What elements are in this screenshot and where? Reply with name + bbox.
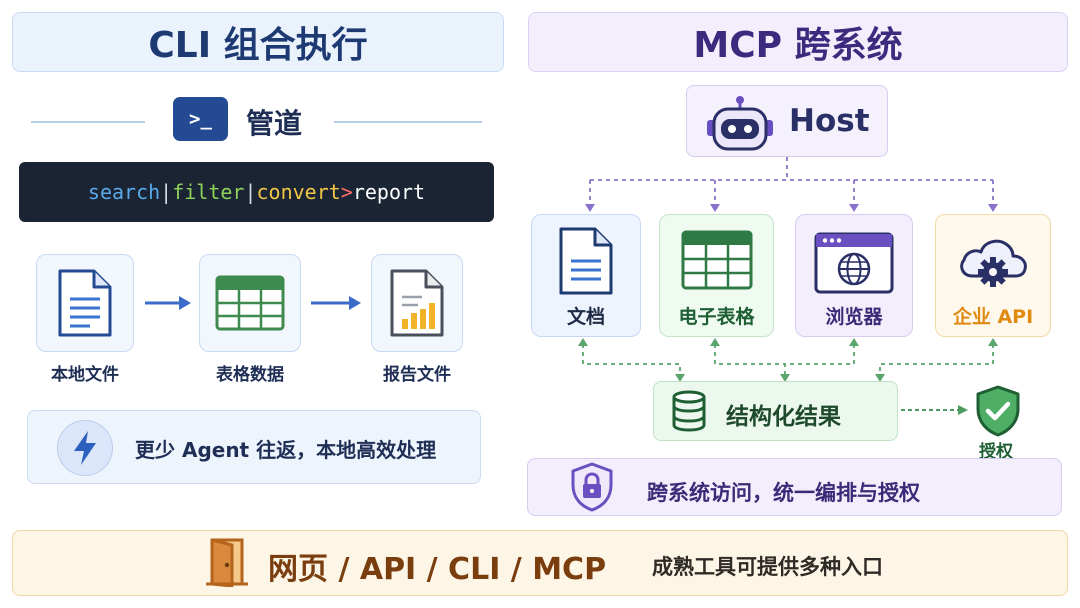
- spreadsheet-icon: [215, 275, 285, 331]
- robot-icon: [707, 96, 773, 151]
- document-icon: [58, 269, 112, 337]
- pipe-label: 管道: [246, 107, 303, 140]
- terminal-icon: >_: [173, 97, 228, 141]
- database-icon: [672, 390, 706, 432]
- host-label: Host: [789, 103, 870, 139]
- system-label-browser: 浏览器: [825, 306, 883, 328]
- table-data-label: 表格数据: [216, 365, 284, 385]
- pipe-divider-right: [334, 121, 482, 123]
- cli-panel-title: CLI 组合执行: [12, 12, 504, 72]
- connector-lines: [578, 157, 998, 382]
- shield-lock-icon: [571, 462, 613, 512]
- lightning-icon: [57, 420, 113, 476]
- local-file-label: 本地文件: [51, 365, 119, 385]
- arrow-right-icon: [311, 296, 361, 310]
- structured-result-label: 结构化结果: [726, 404, 841, 430]
- cmd-convert: convert: [256, 180, 341, 204]
- cloud-gear-icon: [960, 239, 1027, 287]
- local-file-tile: [36, 254, 134, 352]
- system-label-docs: 文档: [566, 306, 605, 328]
- auth-arrow: [901, 405, 968, 415]
- access-note: [527, 458, 1062, 516]
- system-label-enterprise-api: 企业 API: [952, 306, 1034, 328]
- door-icon: [206, 538, 248, 587]
- arrow-right-icon: [145, 296, 191, 310]
- pipeline-command: search | filter | convert > report: [19, 162, 494, 222]
- shield-check-icon: [976, 385, 1020, 437]
- cmd-redirect: >: [340, 180, 353, 204]
- report-file-tile: [371, 254, 463, 352]
- report-chart-icon: [390, 269, 444, 337]
- efficiency-note-text: 更少 Agent 往返，本地高效处理: [135, 438, 437, 462]
- cmd-search: search: [87, 180, 161, 204]
- pipe-divider-left: [31, 121, 145, 123]
- cmd-pipe-1: |: [160, 180, 173, 204]
- cmd-filter: filter: [172, 180, 245, 204]
- browser-globe-icon: [814, 232, 894, 294]
- report-file-label: 报告文件: [383, 365, 451, 385]
- entry-points-bar: [12, 530, 1068, 596]
- spreadsheet-icon: [681, 230, 753, 290]
- system-label-spreadsheet: 电子表格: [678, 306, 755, 328]
- entry-points-title: 网页 / API / CLI / MCP: [268, 552, 607, 587]
- access-note-text: 跨系统访问，统一编排与授权: [647, 481, 920, 505]
- mcp-panel-title: MCP 跨系统: [528, 12, 1068, 72]
- table-data-tile: [199, 254, 301, 352]
- auth-label: 授权: [979, 442, 1013, 462]
- document-icon: [559, 227, 613, 295]
- cmd-pipe-2: |: [244, 180, 257, 204]
- cmd-report: report: [352, 180, 426, 204]
- entry-points-subtitle: 成熟工具可提供多种入口: [652, 555, 883, 579]
